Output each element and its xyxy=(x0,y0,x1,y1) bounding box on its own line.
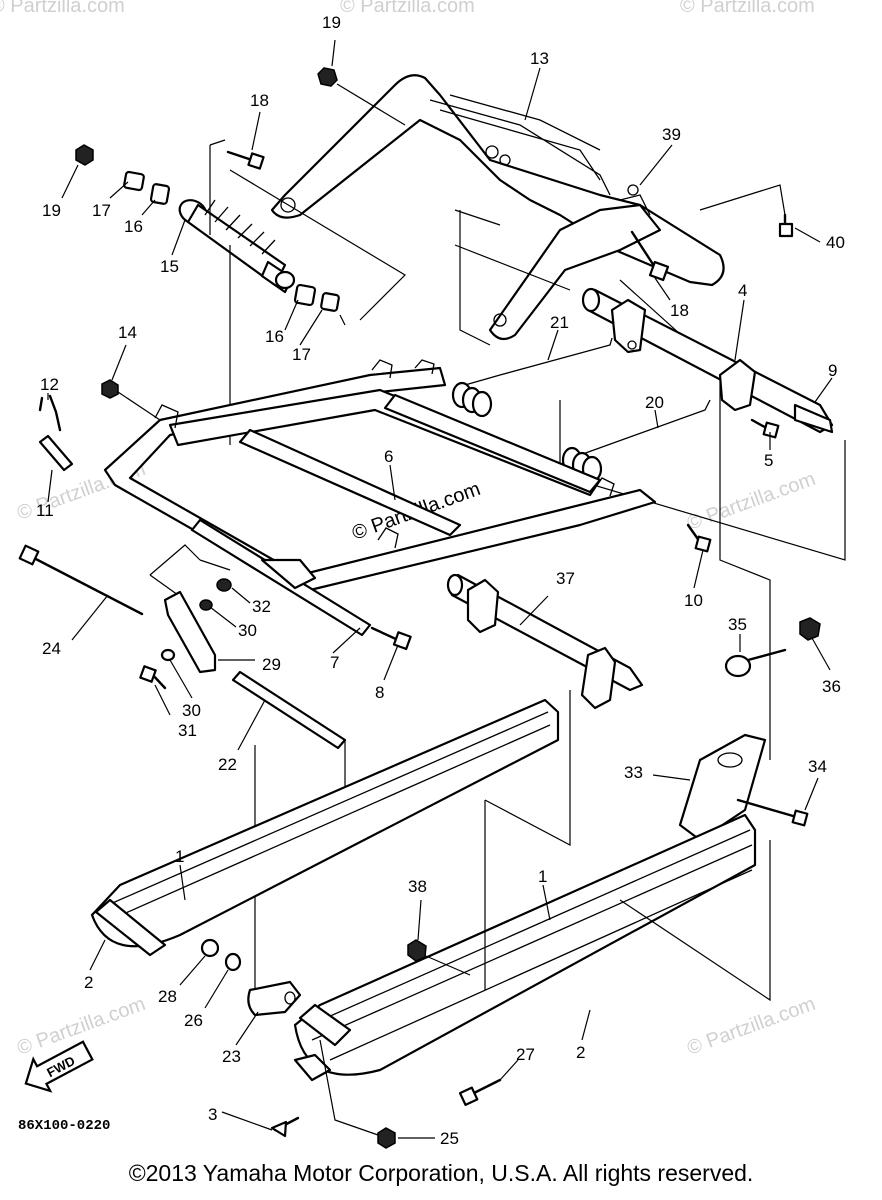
callout-35: 35 xyxy=(728,615,747,634)
callout-40: 40 xyxy=(826,233,845,252)
callout-9: 9 xyxy=(828,361,837,380)
watermark-text: © Partzilla.com xyxy=(684,993,818,1060)
callout-19: 19 xyxy=(322,13,341,32)
callout-12: 12 xyxy=(40,375,59,394)
callout-4: 4 xyxy=(738,281,747,300)
callout-33: 33 xyxy=(624,763,643,782)
callout-7: 7 xyxy=(330,653,339,672)
callout-30: 30 xyxy=(182,701,201,720)
watermark-text: © Partzilla.com xyxy=(0,0,125,17)
callout-labels: 19 13 18 39 19 17 16 15 40 18 4 16 17 21… xyxy=(36,13,845,1148)
cross-shaft-part xyxy=(581,287,834,434)
callout-18: 18 xyxy=(250,91,269,110)
callout-5: 5 xyxy=(764,451,773,470)
callout-38: 38 xyxy=(408,877,427,896)
bracket-part xyxy=(139,578,232,690)
ski-runner-part xyxy=(293,813,757,1082)
callout-3: 3 xyxy=(208,1105,217,1124)
callout-17: 17 xyxy=(292,345,311,364)
callout-32: 32 xyxy=(252,597,271,616)
nut-part xyxy=(317,67,406,126)
shock-absorber-part xyxy=(178,199,296,294)
callout-39: 39 xyxy=(662,125,681,144)
callout-29: 29 xyxy=(262,655,281,674)
bolt-part xyxy=(750,418,780,439)
callout-8: 8 xyxy=(375,683,384,702)
watermark-text: © Partzilla.com xyxy=(680,0,815,17)
watermark-text: © Partzilla.com xyxy=(684,468,818,535)
callout-24: 24 xyxy=(42,639,61,658)
copyright-notice: ©2013 Yamaha Motor Corporation, U.S.A. A… xyxy=(128,1160,754,1186)
screw-part xyxy=(270,1039,396,1149)
diagram-code: 86X100-0220 xyxy=(18,1118,111,1134)
callout-30: 30 xyxy=(238,621,257,640)
bolt-part xyxy=(686,523,712,553)
shaft-part xyxy=(446,573,644,710)
callout-1: 1 xyxy=(538,867,547,886)
callout-31: 31 xyxy=(178,721,197,740)
callout-18: 18 xyxy=(670,301,689,320)
callout-36: 36 xyxy=(822,677,841,696)
pin-part xyxy=(38,434,74,472)
wear-block-part xyxy=(200,938,302,1017)
bolt-part xyxy=(101,379,161,421)
long-bolt-part xyxy=(18,544,144,616)
bolt-part xyxy=(370,626,412,651)
callout-13: 13 xyxy=(530,49,549,68)
bolt-part xyxy=(407,939,471,976)
callout-10: 10 xyxy=(684,591,703,610)
spacer-part xyxy=(724,617,821,678)
callout-15: 15 xyxy=(160,257,179,276)
callout-16: 16 xyxy=(265,327,284,346)
callout-leaders xyxy=(47,39,833,1139)
collar-parts xyxy=(75,144,340,312)
frame-part xyxy=(103,359,657,637)
bolt-part xyxy=(226,150,265,170)
callout-21: 21 xyxy=(550,313,569,332)
bolt-part xyxy=(458,1078,502,1106)
spring-part xyxy=(451,337,711,483)
callout-2: 2 xyxy=(576,1043,585,1062)
callout-25: 25 xyxy=(440,1129,459,1148)
callout-14: 14 xyxy=(118,323,137,342)
callout-22: 22 xyxy=(218,755,237,774)
upper-arm-part xyxy=(270,74,725,341)
callout-26: 26 xyxy=(184,1011,203,1030)
callout-34: 34 xyxy=(808,757,827,776)
callout-28: 28 xyxy=(158,987,177,1006)
callout-27: 27 xyxy=(516,1045,535,1064)
assembly-lines xyxy=(484,690,771,1002)
callout-17: 17 xyxy=(92,201,111,220)
callout-37: 37 xyxy=(556,569,575,588)
cotter-pin-part xyxy=(38,394,62,432)
watermark-text: © Partzilla.com xyxy=(340,0,475,17)
callout-11: 11 xyxy=(36,501,54,520)
callout-16: 16 xyxy=(124,217,143,236)
bolt-part xyxy=(630,213,794,282)
callout-6: 6 xyxy=(384,447,393,466)
callout-20: 20 xyxy=(645,393,664,412)
callout-19: 19 xyxy=(42,201,61,220)
callout-1: 1 xyxy=(175,847,184,866)
callout-2: 2 xyxy=(84,973,93,992)
callout-23: 23 xyxy=(222,1047,241,1066)
